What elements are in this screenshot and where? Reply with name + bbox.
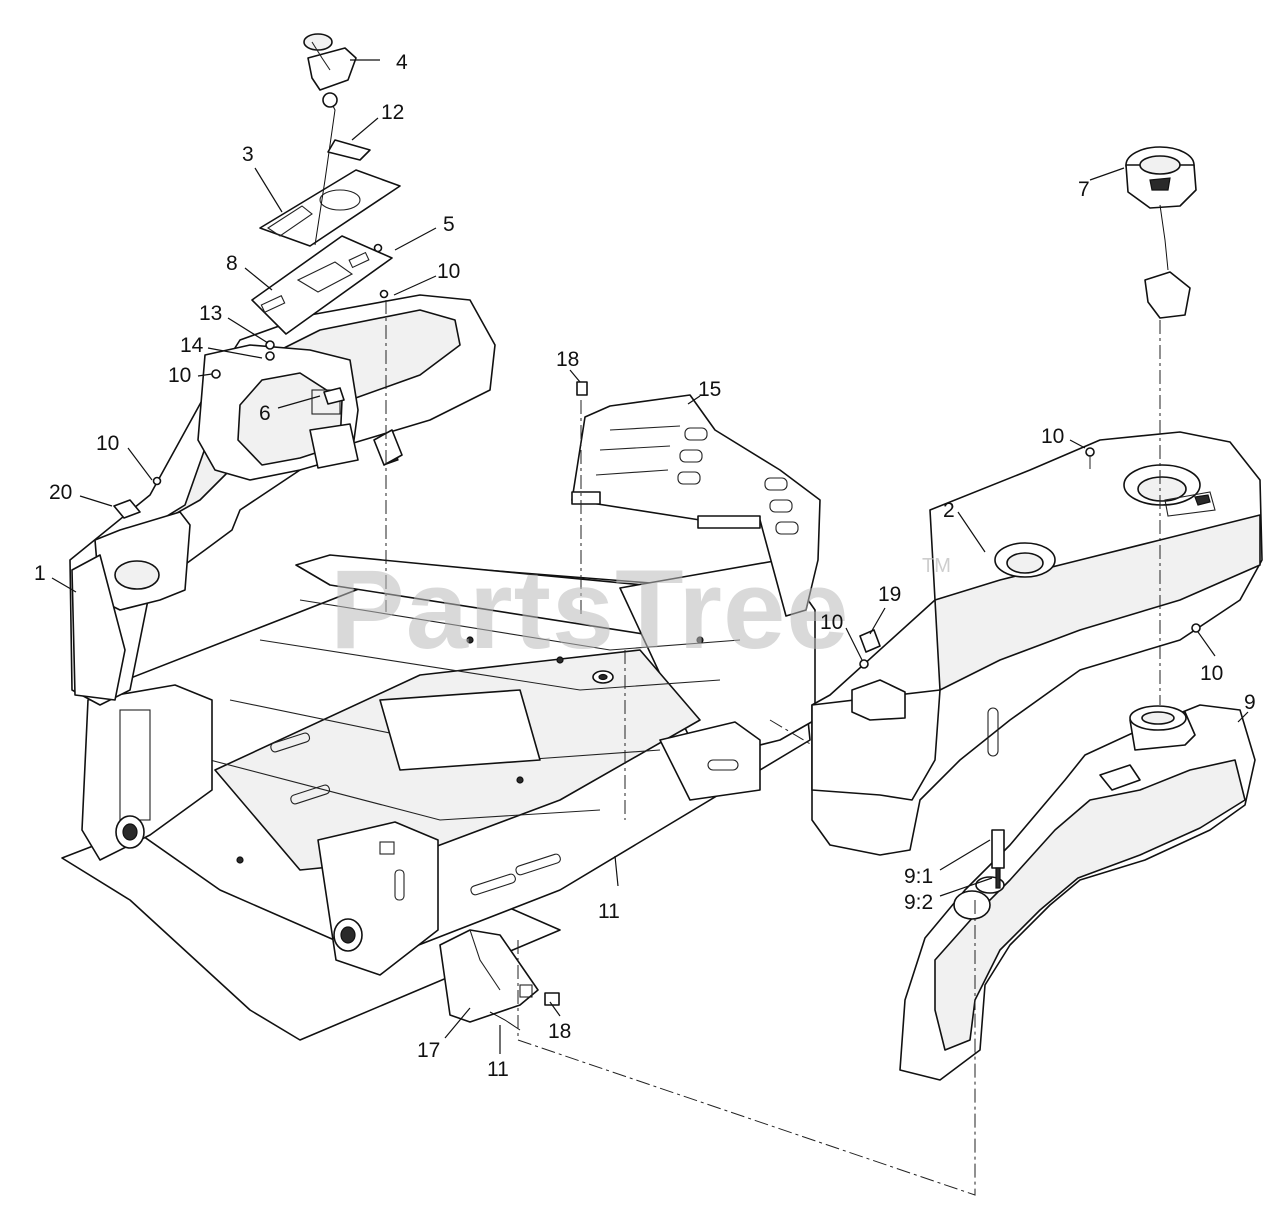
- callout-4: 4: [396, 51, 408, 74]
- callout-10-top: 10: [437, 260, 460, 283]
- callout-18-lower: 18: [548, 1020, 571, 1043]
- callout-10-left: 10: [168, 364, 191, 387]
- callout-5: 5: [443, 213, 455, 236]
- callout-10-right-low: 10: [1200, 662, 1223, 685]
- callout-leaders: [51, 59, 1249, 1054]
- callout-11-upper: 11: [598, 900, 620, 923]
- callout-20: 20: [49, 481, 72, 504]
- fuel-cap: [1125, 146, 1197, 319]
- callout-10-right-top: 10: [1041, 425, 1064, 448]
- callout-10-right-mid: 10: [820, 611, 843, 634]
- callout-2: 2: [943, 499, 955, 522]
- watermark-text: PartsTree: [330, 547, 850, 672]
- callout-1: 1: [34, 562, 46, 585]
- right-hardware: [859, 447, 1201, 669]
- watermark: PartsTree TM: [330, 547, 951, 672]
- assembly-centerlines: [385, 300, 1161, 1196]
- callout-14: 14: [180, 334, 204, 357]
- callout-19: 19: [878, 583, 901, 606]
- callout-10-console: 10: [96, 432, 119, 455]
- watermark-trademark: TM: [922, 555, 951, 577]
- left-decal-and-panel: [251, 33, 401, 335]
- callout-17: 17: [417, 1039, 440, 1062]
- left-control-console: [69, 294, 496, 706]
- callout-8: 8: [226, 252, 238, 275]
- callout-13: 13: [199, 302, 222, 325]
- callout-15: 15: [698, 378, 721, 401]
- callout-6: 6: [259, 402, 271, 425]
- front-bracket: [439, 929, 560, 1031]
- callout-labels: 4 12 3 5 8 10 13 14 10 6 10 20 1 18 15 1…: [34, 51, 1256, 1081]
- callout-3: 3: [242, 143, 254, 166]
- chassis-frame: [61, 554, 816, 1041]
- callout-9-1: 9:1: [904, 865, 933, 888]
- seat-pan-bracket: [571, 381, 821, 617]
- right-control-console: [811, 431, 1263, 856]
- callout-12: 12: [381, 101, 404, 124]
- fuel-tank: [899, 704, 1256, 1081]
- callout-18-top: 18: [556, 348, 579, 371]
- callout-11-lower: 11: [487, 1058, 509, 1081]
- callout-9-2: 9:2: [904, 891, 933, 914]
- callout-9: 9: [1244, 691, 1256, 714]
- callout-7: 7: [1078, 178, 1090, 201]
